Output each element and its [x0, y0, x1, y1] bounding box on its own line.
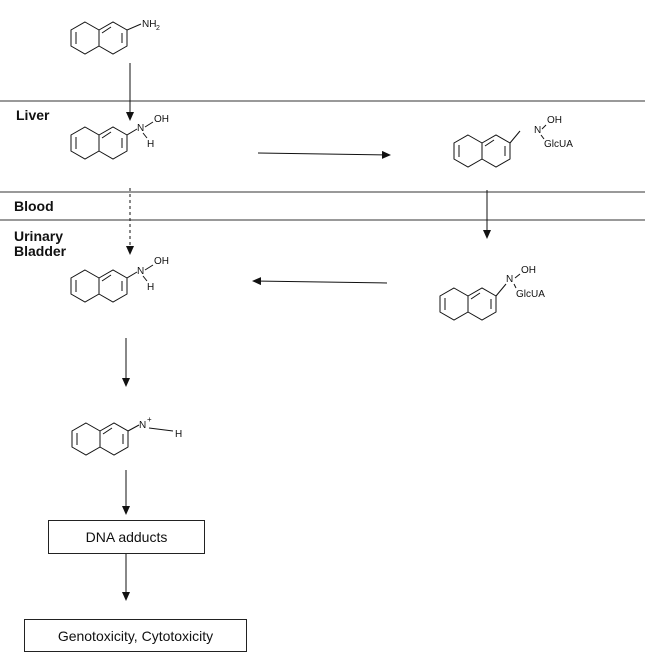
atom-nitrogen: N — [506, 274, 513, 285]
atom-glcua: GlcUA — [516, 289, 545, 300]
atom-amine: NH — [142, 19, 156, 30]
atom-glcua: GlcUA — [544, 139, 573, 150]
toxicity-box: Genotoxicity, Cytotoxicity — [24, 619, 247, 652]
compartment-label-urinary: Urinary — [14, 228, 64, 244]
compartment-label-liver: Liver — [16, 107, 50, 123]
atom-oxygen-h: OH — [521, 265, 536, 276]
atom-oxygen-h: OH — [154, 114, 169, 125]
atom-oxygen-h: OH — [154, 256, 169, 267]
molecule-naphthylamine: NH 2 — [70, 19, 160, 55]
molecule-glucuronide-bladder: N OH GlcUA — [439, 265, 545, 321]
atom-plus-charge: + — [147, 415, 152, 424]
molecule-nitrenium-ion: N + H — [71, 415, 182, 456]
compartment-label-blood: Blood — [14, 198, 54, 214]
atom-hydrogen: H — [147, 139, 154, 150]
arrow-glucuronidation — [257, 150, 391, 159]
arrow-hydrolysis — [252, 277, 388, 286]
atom-hydrogen: H — [175, 429, 182, 440]
molecule-n-hydroxy-liver: N OH H — [70, 114, 169, 160]
atom-hydrogen: H — [147, 282, 154, 293]
atom-nitrogen: N — [534, 125, 541, 136]
compartment-label-bladder: Bladder — [14, 243, 67, 259]
atom-amine-subscript: 2 — [156, 25, 160, 32]
atom-nitrogen: N — [139, 420, 146, 431]
atom-nitrogen: N — [137, 123, 144, 134]
molecule-glucuronide-liver: N OH GlcUA — [453, 115, 573, 168]
atom-nitrogen: N — [137, 266, 144, 277]
dna-adducts-box: DNA adducts — [48, 520, 205, 554]
atom-oxygen-h: OH — [547, 115, 562, 126]
molecule-n-hydroxy-bladder: N OH H — [70, 256, 169, 303]
